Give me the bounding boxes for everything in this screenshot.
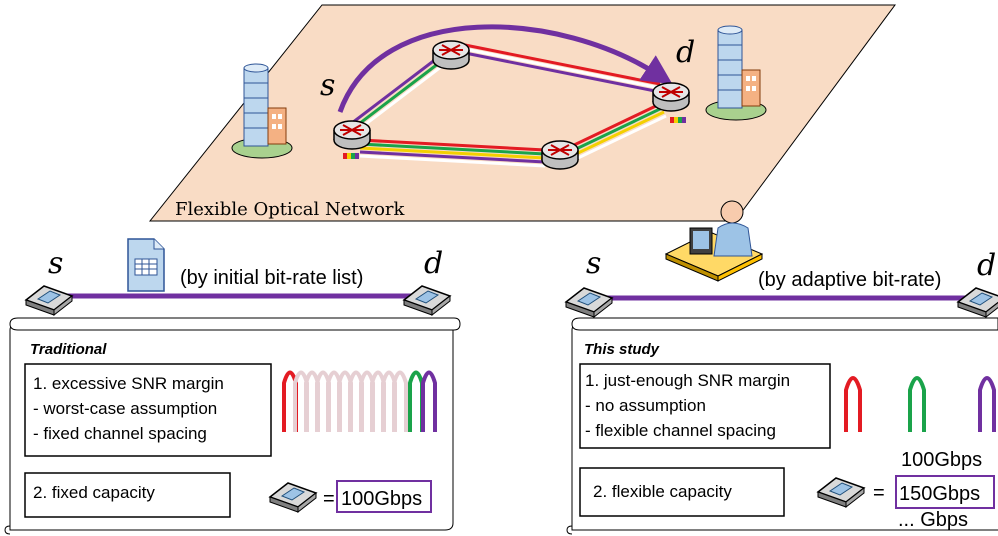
- study-box1-line3: - flexible channel spacing: [585, 421, 776, 440]
- network-source-label: s: [320, 68, 335, 103]
- study-source-label: s: [586, 246, 601, 281]
- transceiver-stack-s: [343, 153, 359, 159]
- transceiver-stack-d: [670, 117, 686, 123]
- study-box1: [579, 363, 831, 449]
- transceiver-icon: [25, 285, 73, 316]
- study-box1-line1: 1. just-enough SNR margin: [585, 371, 790, 390]
- study-rate-mid: 150Gbps: [899, 483, 980, 505]
- link-bundle-s-top: [347, 54, 447, 135]
- trad-heading: Traditional: [30, 341, 107, 358]
- fixed-spectrum: [282, 370, 437, 432]
- trad-dest-label: d: [424, 246, 443, 281]
- trad-rate-box: [336, 480, 432, 513]
- study-box2: [579, 467, 785, 517]
- trad-box1: [24, 363, 272, 457]
- path-arrow: [337, 24, 673, 113]
- study-rate-top: 100Gbps: [901, 449, 982, 471]
- link-bundle-top-d: [459, 42, 661, 94]
- router-icon: [652, 82, 690, 112]
- router-icon: [432, 40, 470, 70]
- router-icon: [541, 140, 579, 170]
- transceiver-icon: [957, 287, 998, 318]
- study-dest-label: d: [977, 248, 996, 283]
- router-icon: [333, 120, 371, 150]
- network-label: Flexible Optical Network: [175, 199, 406, 220]
- trad-box1-line3: - fixed channel spacing: [33, 424, 207, 443]
- transceiver-icon: [565, 287, 613, 318]
- study-equals: =: [873, 482, 885, 504]
- link-bundle-s-bottom: [359, 138, 546, 168]
- bit-rate-list-icon: [127, 238, 165, 292]
- study-box1-line2: - no assumption: [585, 396, 706, 415]
- trad-rate: 100Gbps: [341, 488, 422, 510]
- study-link-label: (by adaptive bit-rate): [758, 269, 941, 291]
- trad-link-label: (by initial bit-rate list): [180, 267, 363, 289]
- trad-equals: =: [323, 488, 335, 510]
- trad-box1-line1: 1. excessive SNR margin: [33, 374, 224, 393]
- trad-source-label: s: [48, 246, 63, 281]
- study-heading: This study: [584, 341, 660, 358]
- trad-box2: [24, 472, 231, 518]
- transceiver-icon: [403, 285, 451, 316]
- flexible-spectrum: [844, 376, 996, 432]
- study-rate-box: [895, 475, 995, 509]
- network-dest-label: d: [676, 35, 695, 70]
- link-bundle-bottom-d: [571, 102, 667, 160]
- trad-box1-line2: - worst-case assumption: [33, 399, 217, 418]
- study-box2-label: 2. flexible capacity: [593, 482, 732, 501]
- operator-icon: [664, 200, 764, 282]
- study-rate-bottom: ... Gbps: [898, 509, 968, 531]
- trad-box2-label: 2. fixed capacity: [33, 483, 155, 502]
